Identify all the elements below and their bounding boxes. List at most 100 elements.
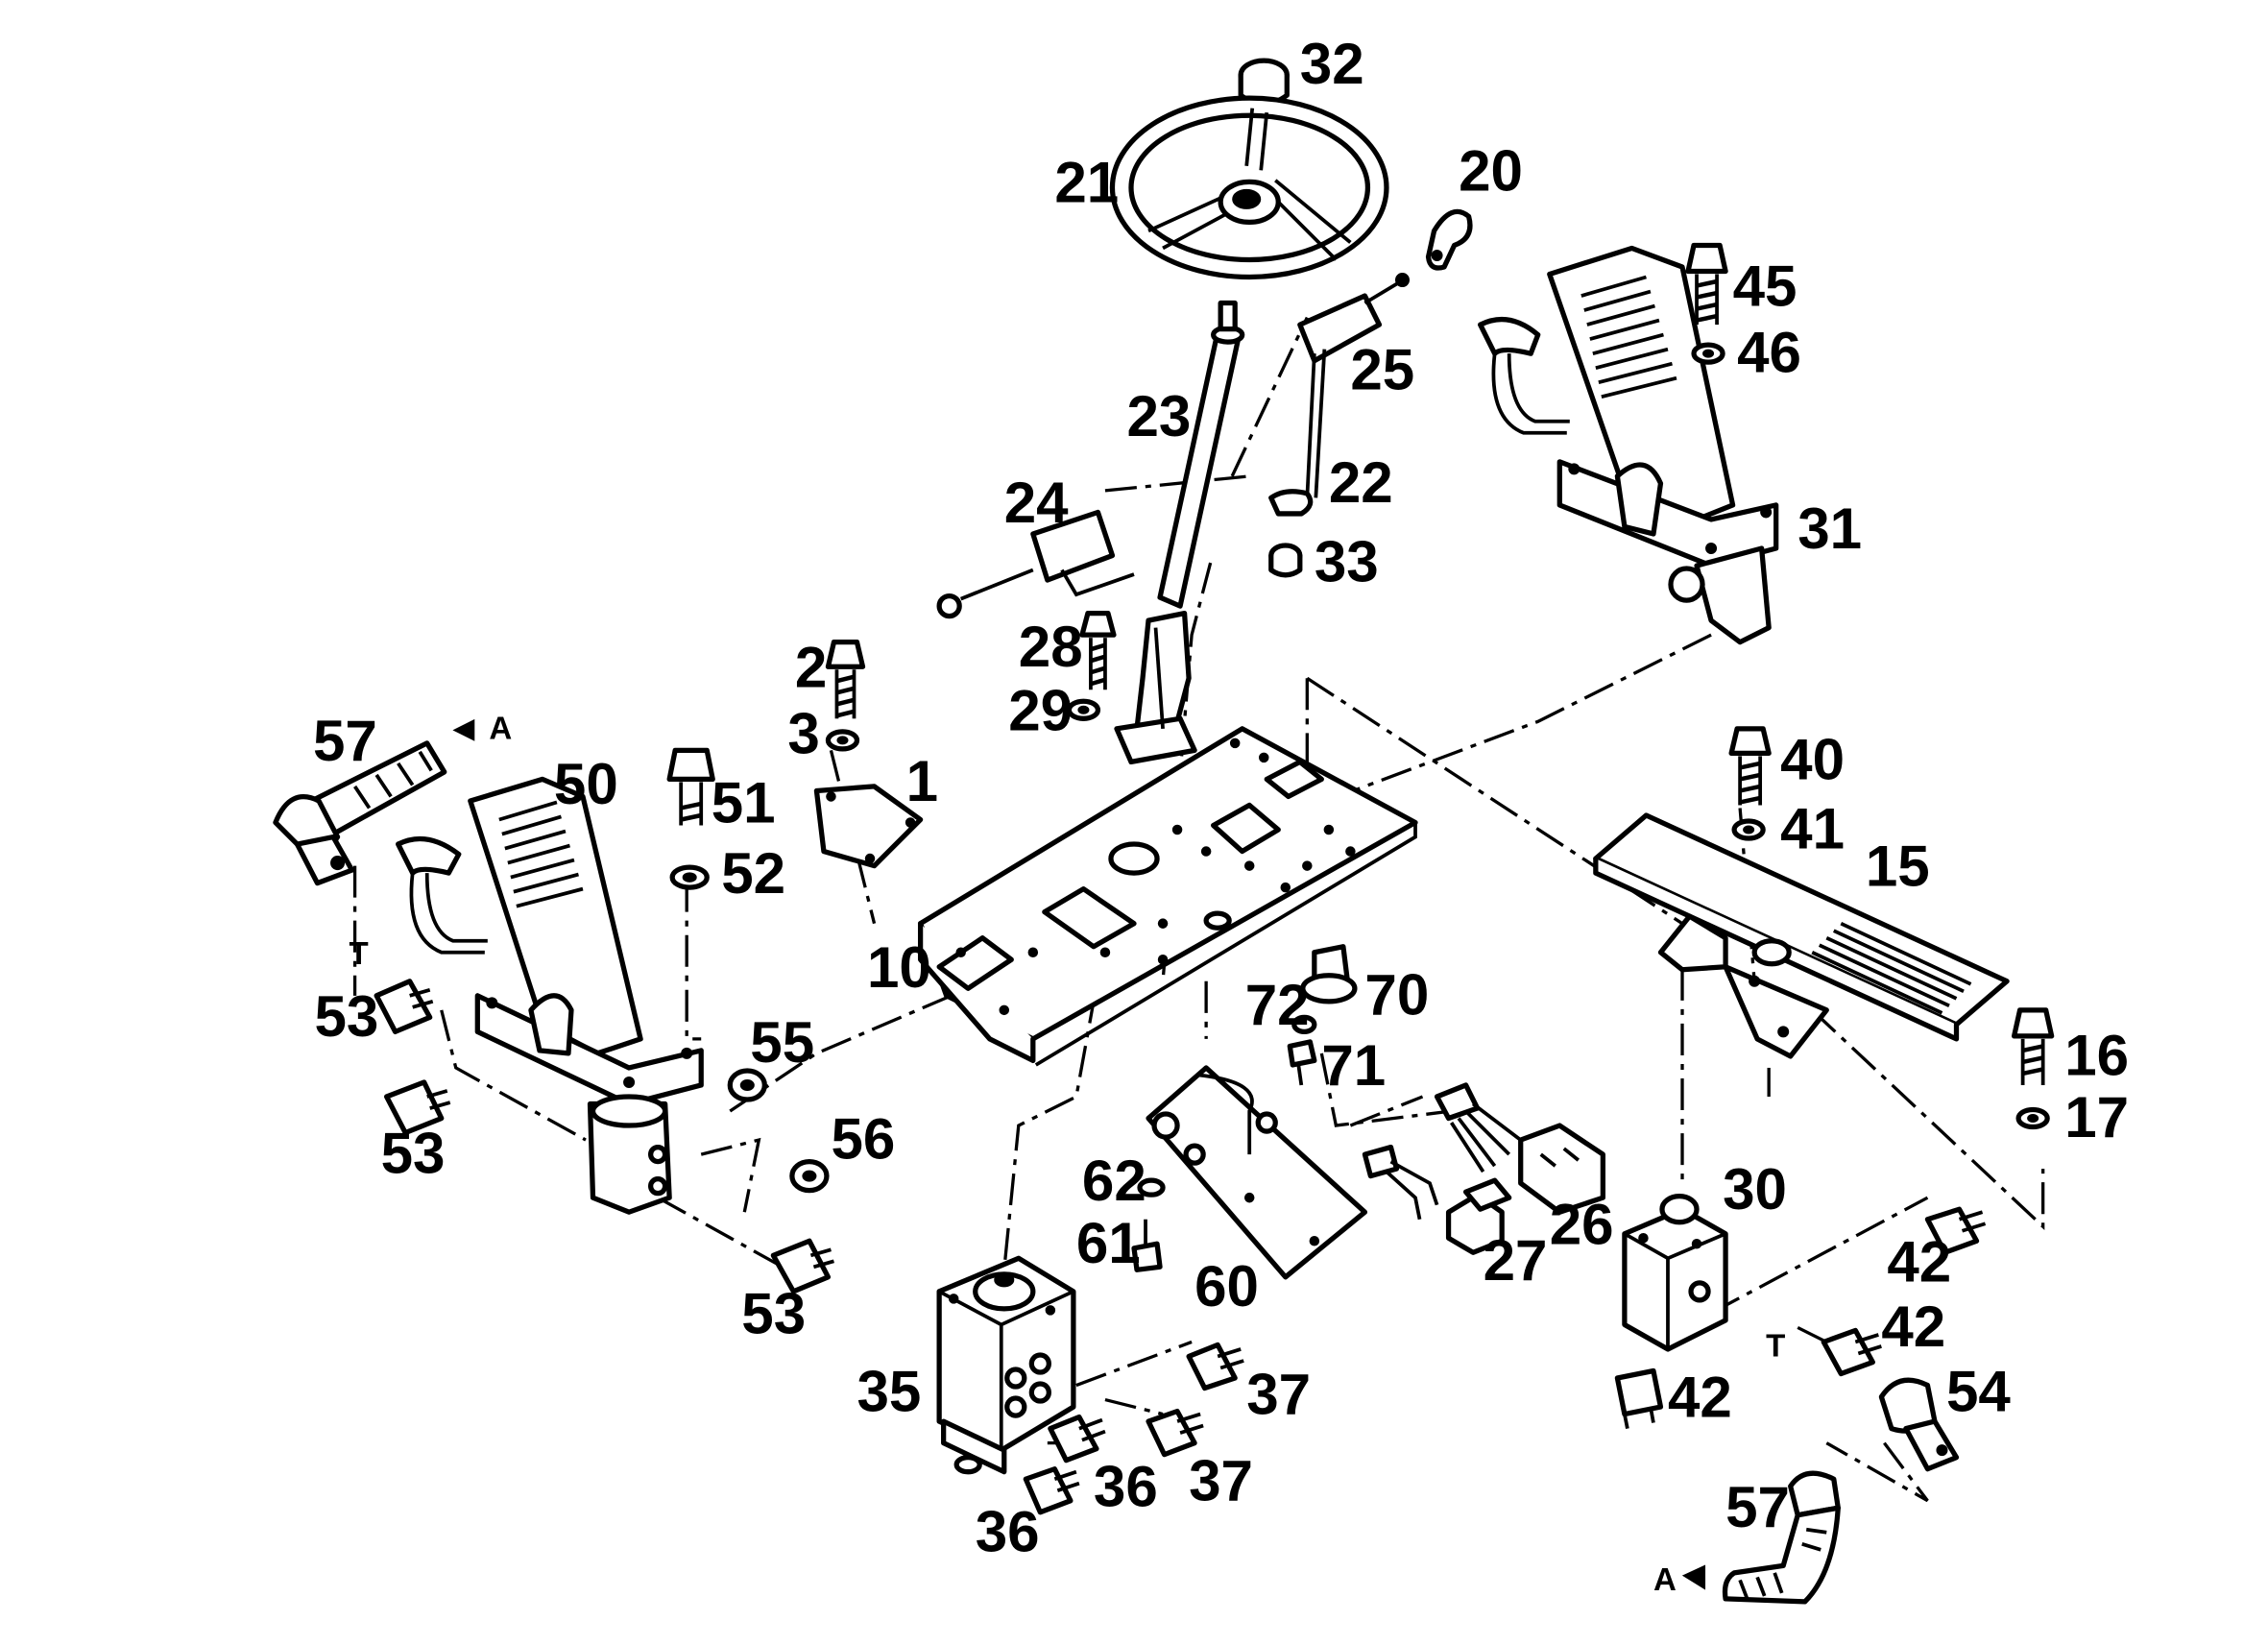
plug-56 xyxy=(789,1158,830,1194)
label-20: 20 xyxy=(1459,138,1523,203)
connector-27 xyxy=(1445,1177,1512,1255)
floor-plate xyxy=(917,726,1418,1067)
label-57-top: 57 xyxy=(313,709,377,773)
label-33: 33 xyxy=(1315,530,1379,594)
washer-41 xyxy=(1731,818,1766,841)
label-22: 22 xyxy=(1329,450,1393,515)
label-56: 56 xyxy=(831,1107,895,1172)
washer-72 xyxy=(1291,1014,1317,1035)
fitting-53a xyxy=(374,979,434,1035)
label-16: 16 xyxy=(2064,1023,2129,1087)
fitting-42c xyxy=(1614,1367,1664,1429)
label-2: 2 xyxy=(795,635,827,699)
bolt-40 xyxy=(1728,726,1772,806)
cover-plate xyxy=(813,784,924,869)
elbow-fitting-54 xyxy=(1878,1377,1960,1472)
label-72: 72 xyxy=(1245,973,1310,1037)
label-1: 1 xyxy=(906,749,938,813)
label-36-b: 36 xyxy=(976,1499,1040,1563)
fitting-37a xyxy=(1186,1342,1244,1391)
bolt-45 xyxy=(1685,242,1728,326)
label-51: 51 xyxy=(712,771,776,835)
label-31: 31 xyxy=(1798,496,1862,561)
label-28: 28 xyxy=(1019,615,1083,679)
label-53-c: 53 xyxy=(741,1281,806,1345)
accelerator-pedal-15 xyxy=(1593,812,2010,1059)
fitting-42b xyxy=(1821,1327,1882,1377)
washer-17 xyxy=(2015,1106,2050,1130)
part-number-labels: 32 21 20 25 23 22 24 33 28 29 2 3 1 10 4… xyxy=(313,32,2129,1598)
label-17: 17 xyxy=(2064,1085,2129,1149)
label-32: 32 xyxy=(1300,32,1364,96)
indicator-switch xyxy=(936,509,1135,619)
label-50: 50 xyxy=(554,752,618,816)
wiring-harness-26 xyxy=(1362,1082,1605,1221)
label-27: 27 xyxy=(1484,1228,1548,1293)
steering-wheel xyxy=(1109,95,1389,280)
washer-52 xyxy=(669,864,710,890)
label-42-a: 42 xyxy=(1887,1229,1951,1294)
label-62: 62 xyxy=(1082,1149,1146,1213)
label-26: 26 xyxy=(1550,1192,1614,1256)
label-42-b: 42 xyxy=(1881,1294,1945,1359)
label-25: 25 xyxy=(1350,338,1414,402)
steering-unit-35 xyxy=(936,1255,1076,1475)
washer-29 xyxy=(1066,698,1101,721)
column-clamp xyxy=(1268,489,1314,517)
bolt-2 xyxy=(825,640,866,719)
label-36-a: 36 xyxy=(1094,1455,1158,1519)
label-53-b: 53 xyxy=(381,1122,446,1186)
label-24: 24 xyxy=(1004,471,1069,535)
brake-pedal-assembly-50 xyxy=(396,776,704,1215)
steering-column xyxy=(1157,300,1245,609)
label-46: 46 xyxy=(1737,321,1801,385)
column-base xyxy=(1114,610,1197,765)
port-mark-t-right: T xyxy=(1766,1328,1785,1364)
fitting-42a xyxy=(1924,1206,1987,1255)
label-45: 45 xyxy=(1733,254,1798,319)
hydraulic-hose-57-bottom xyxy=(1681,1470,1841,1605)
label-30: 30 xyxy=(1723,1157,1787,1222)
label-29: 29 xyxy=(1008,678,1073,742)
hydraulic-hose-57-top xyxy=(273,718,475,886)
label-10: 10 xyxy=(867,935,931,1000)
brake-pedal-assembly-31 xyxy=(1478,245,1779,645)
label-15: 15 xyxy=(1866,835,1930,899)
label-57-bottom: 57 xyxy=(1725,1475,1790,1539)
fitting-53b xyxy=(384,1079,451,1136)
plug-55 xyxy=(727,1068,767,1102)
label-42-c: 42 xyxy=(1668,1366,1732,1430)
fitting-36a xyxy=(1048,1414,1106,1464)
connection-mark-a-top: A xyxy=(489,711,512,746)
label-37-a: 37 xyxy=(1246,1363,1311,1427)
port-mark-t-left: T xyxy=(350,936,369,972)
fitting-36b xyxy=(1023,1466,1080,1515)
label-3: 3 xyxy=(787,701,819,765)
fitting-37b xyxy=(1146,1408,1204,1458)
label-70: 70 xyxy=(1364,962,1429,1027)
valve-30 xyxy=(1622,1194,1728,1352)
connection-mark-a-bottom: A xyxy=(1653,1562,1677,1598)
label-23: 23 xyxy=(1126,384,1191,448)
fitting-53c xyxy=(770,1238,834,1294)
sensor-70 xyxy=(1300,944,1358,1004)
column-bush xyxy=(1268,543,1303,578)
label-53-a: 53 xyxy=(315,984,379,1049)
screw-71 xyxy=(1287,1039,1317,1086)
label-37-b: 37 xyxy=(1189,1449,1253,1513)
bolt-28 xyxy=(1079,610,1117,690)
label-55: 55 xyxy=(750,1010,814,1075)
label-40: 40 xyxy=(1780,727,1845,791)
label-52: 52 xyxy=(721,841,785,906)
label-21: 21 xyxy=(1054,150,1119,214)
bracket-plate-60 xyxy=(1146,1065,1368,1280)
label-35: 35 xyxy=(857,1360,921,1424)
lever-knob xyxy=(1425,208,1473,271)
label-71: 71 xyxy=(1321,1033,1386,1098)
label-61: 61 xyxy=(1076,1211,1141,1275)
screw-61 xyxy=(1131,1219,1163,1272)
washer-62 xyxy=(1137,1177,1166,1197)
bolt-51 xyxy=(666,747,715,826)
